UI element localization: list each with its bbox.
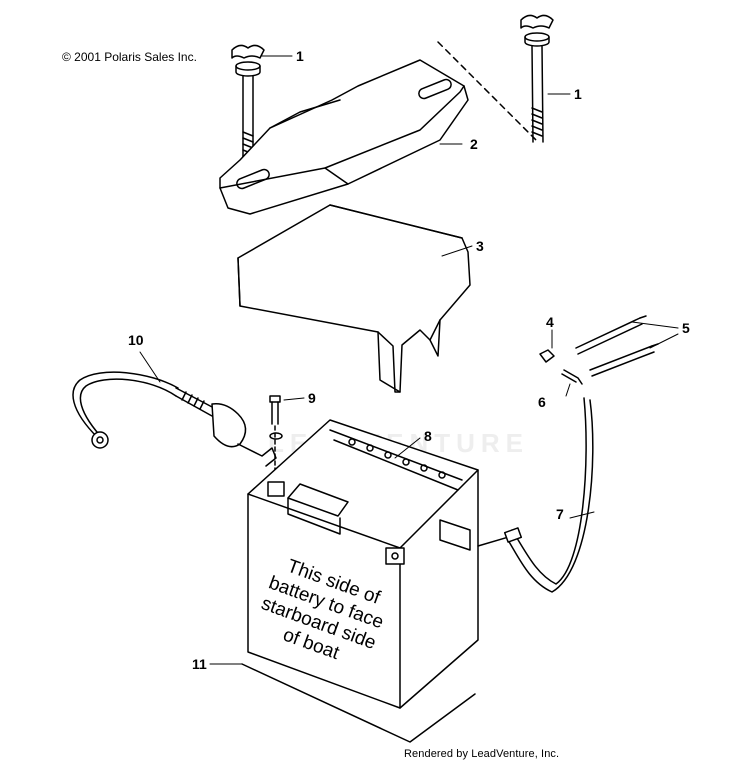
battery-cover [237, 204, 471, 393]
callout-2: 2 [470, 136, 478, 152]
vent-fittings [539, 315, 659, 385]
vent-tube [477, 397, 594, 593]
battery-outline-base [241, 663, 476, 743]
terminal-bolt [269, 395, 281, 471]
callout-11: 11 [192, 656, 207, 672]
wing-bolt-left [231, 44, 265, 161]
wing-bolt-right [520, 14, 554, 143]
callout-6: 6 [538, 394, 546, 410]
copyright-text: © 2001 Polaris Sales Inc. [62, 50, 197, 64]
callout-1-right: 1 [574, 86, 582, 102]
callout-10: 10 [128, 332, 144, 348]
callout-9: 9 [308, 390, 316, 406]
callout-leaders [139, 55, 679, 665]
callout-4: 4 [546, 314, 554, 330]
callout-1-left: 1 [296, 48, 304, 64]
hold-down-bracket [219, 59, 469, 215]
alignment-line [437, 41, 539, 143]
battery [247, 419, 479, 709]
negative-cable [72, 371, 283, 467]
callout-8: 8 [424, 428, 432, 444]
callout-5: 5 [682, 320, 690, 336]
footer-credit: Rendered by LeadVenture, Inc. [404, 748, 560, 760]
callout-7: 7 [556, 506, 564, 522]
callout-3: 3 [476, 238, 484, 254]
